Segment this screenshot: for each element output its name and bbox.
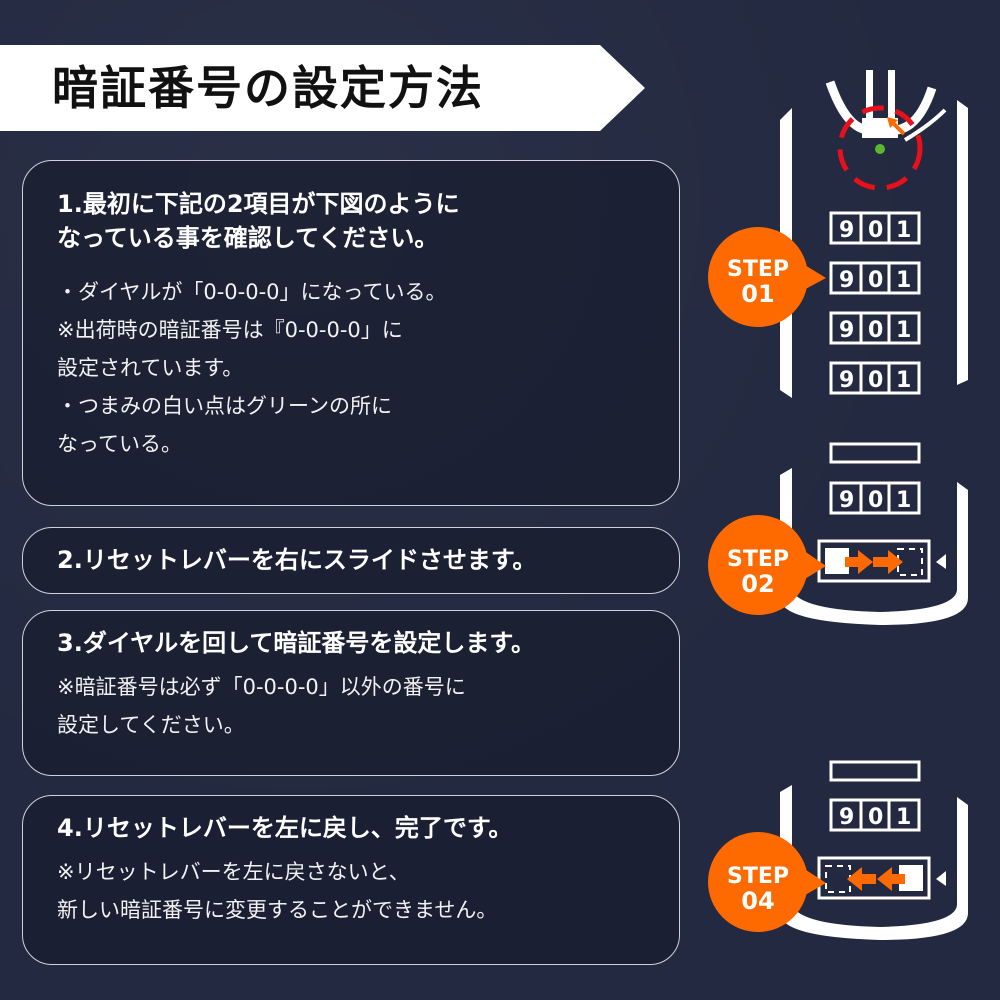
step-1-card: 1.最初に下記の2項目が下図のように なっている事を確認してください。 ・ダイヤ… bbox=[22, 160, 680, 506]
body-line: なっている。 bbox=[57, 432, 182, 456]
arrow-icon bbox=[887, 117, 898, 128]
svg-text:9: 9 bbox=[839, 488, 854, 513]
body-line: ※出荷時の暗証番号は『0-0-0-0」に bbox=[57, 318, 403, 342]
body-line: 設定してください。 bbox=[57, 713, 245, 737]
svg-text:1: 1 bbox=[896, 805, 911, 830]
svg-text:04: 04 bbox=[741, 887, 774, 915]
body-line: 設定されています。 bbox=[57, 356, 244, 380]
page-title: 暗証番号の設定方法 bbox=[52, 61, 484, 115]
step-02-badge: STEP 02 bbox=[708, 515, 826, 615]
svg-text:1: 1 bbox=[896, 488, 911, 513]
svg-text:1: 1 bbox=[896, 318, 911, 343]
svg-text:STEP: STEP bbox=[727, 547, 789, 572]
svg-text:0: 0 bbox=[868, 805, 883, 830]
svg-text:9: 9 bbox=[839, 268, 854, 293]
arrow-left-icon bbox=[847, 867, 876, 891]
arrow-left-icon bbox=[877, 867, 905, 891]
step-4-heading: 4.リセットレバーを左に戻し、完了です。 bbox=[57, 814, 513, 842]
step-2-heading: 2.リセットレバーを右にスライドさせます。 bbox=[57, 546, 537, 574]
step-3-body: ※暗証番号は必ず「0-0-0-0」以外の番号に 設定してください。 bbox=[57, 668, 679, 744]
highlight-circle bbox=[837, 105, 923, 191]
reset-lever-slot bbox=[817, 856, 931, 900]
title-banner: 暗証番号の設定方法 bbox=[0, 45, 645, 131]
step-4-card: 4.リセットレバーを左に戻し、完了です。 ※リセットレバーを左に戻さないと、 新… bbox=[22, 795, 680, 965]
body-line: ※リセットレバーを左に戻さないと、 bbox=[57, 860, 410, 884]
green-dot bbox=[875, 144, 885, 154]
svg-text:9: 9 bbox=[839, 805, 854, 830]
svg-text:9: 9 bbox=[839, 218, 854, 243]
step-4-body: ※リセットレバーを左に戻さないと、 新しい暗証番号に変更することができません。 bbox=[57, 853, 679, 929]
svg-text:9: 9 bbox=[839, 318, 854, 343]
step-1-heading: 1.最初に下記の2項目が下図のように なっている事を確認してください。 bbox=[57, 187, 679, 255]
svg-text:0: 0 bbox=[868, 318, 883, 343]
svg-text:0: 0 bbox=[868, 488, 883, 513]
svg-text:0: 0 bbox=[868, 218, 883, 243]
arrow-right-icon bbox=[873, 550, 903, 574]
step-1-body: ・ダイヤルが「0-0-0-0」になっている。 ※出荷時の暗証番号は『0-0-0-… bbox=[57, 273, 679, 463]
svg-text:1: 1 bbox=[896, 268, 911, 293]
body-line: ※暗証番号は必ず「0-0-0-0」以外の番号に bbox=[57, 675, 466, 699]
svg-text:9: 9 bbox=[839, 368, 854, 393]
reset-lever-slot bbox=[817, 539, 931, 583]
step-3-card: 3.ダイヤルを回して暗証番号を設定します。 ※暗証番号は必ず「0-0-0-0」以… bbox=[22, 610, 680, 776]
svg-text:1: 1 bbox=[896, 218, 911, 243]
body-line: ・つまみの白い点はグリーンの所に bbox=[57, 394, 392, 418]
svg-text:0: 0 bbox=[868, 268, 883, 293]
svg-text:0: 0 bbox=[868, 368, 883, 393]
step-01-badge: STEP 01 bbox=[708, 227, 826, 327]
indicator-triangle-icon bbox=[936, 871, 946, 886]
step-3-heading: 3.ダイヤルを回して暗証番号を設定します。 bbox=[57, 629, 535, 657]
svg-text:02: 02 bbox=[741, 570, 774, 598]
step-04-badge: STEP 04 bbox=[708, 832, 826, 932]
step-2-card: 2.リセットレバーを右にスライドさせます。 bbox=[22, 527, 680, 594]
svg-text:STEP: STEP bbox=[727, 864, 789, 889]
arrow-right-icon bbox=[845, 550, 873, 574]
heading-line: なっている事を確認してください。 bbox=[57, 224, 439, 252]
svg-text:STEP: STEP bbox=[727, 257, 789, 282]
body-line: 新しい暗証番号に変更することができません。 bbox=[57, 898, 498, 922]
svg-text:1: 1 bbox=[896, 368, 911, 393]
heading-line: 1.最初に下記の2項目が下図のように bbox=[57, 190, 460, 218]
svg-text:01: 01 bbox=[741, 280, 774, 308]
indicator-triangle-icon bbox=[936, 554, 946, 569]
body-line: ・ダイヤルが「0-0-0-0」になっている。 bbox=[57, 280, 447, 304]
